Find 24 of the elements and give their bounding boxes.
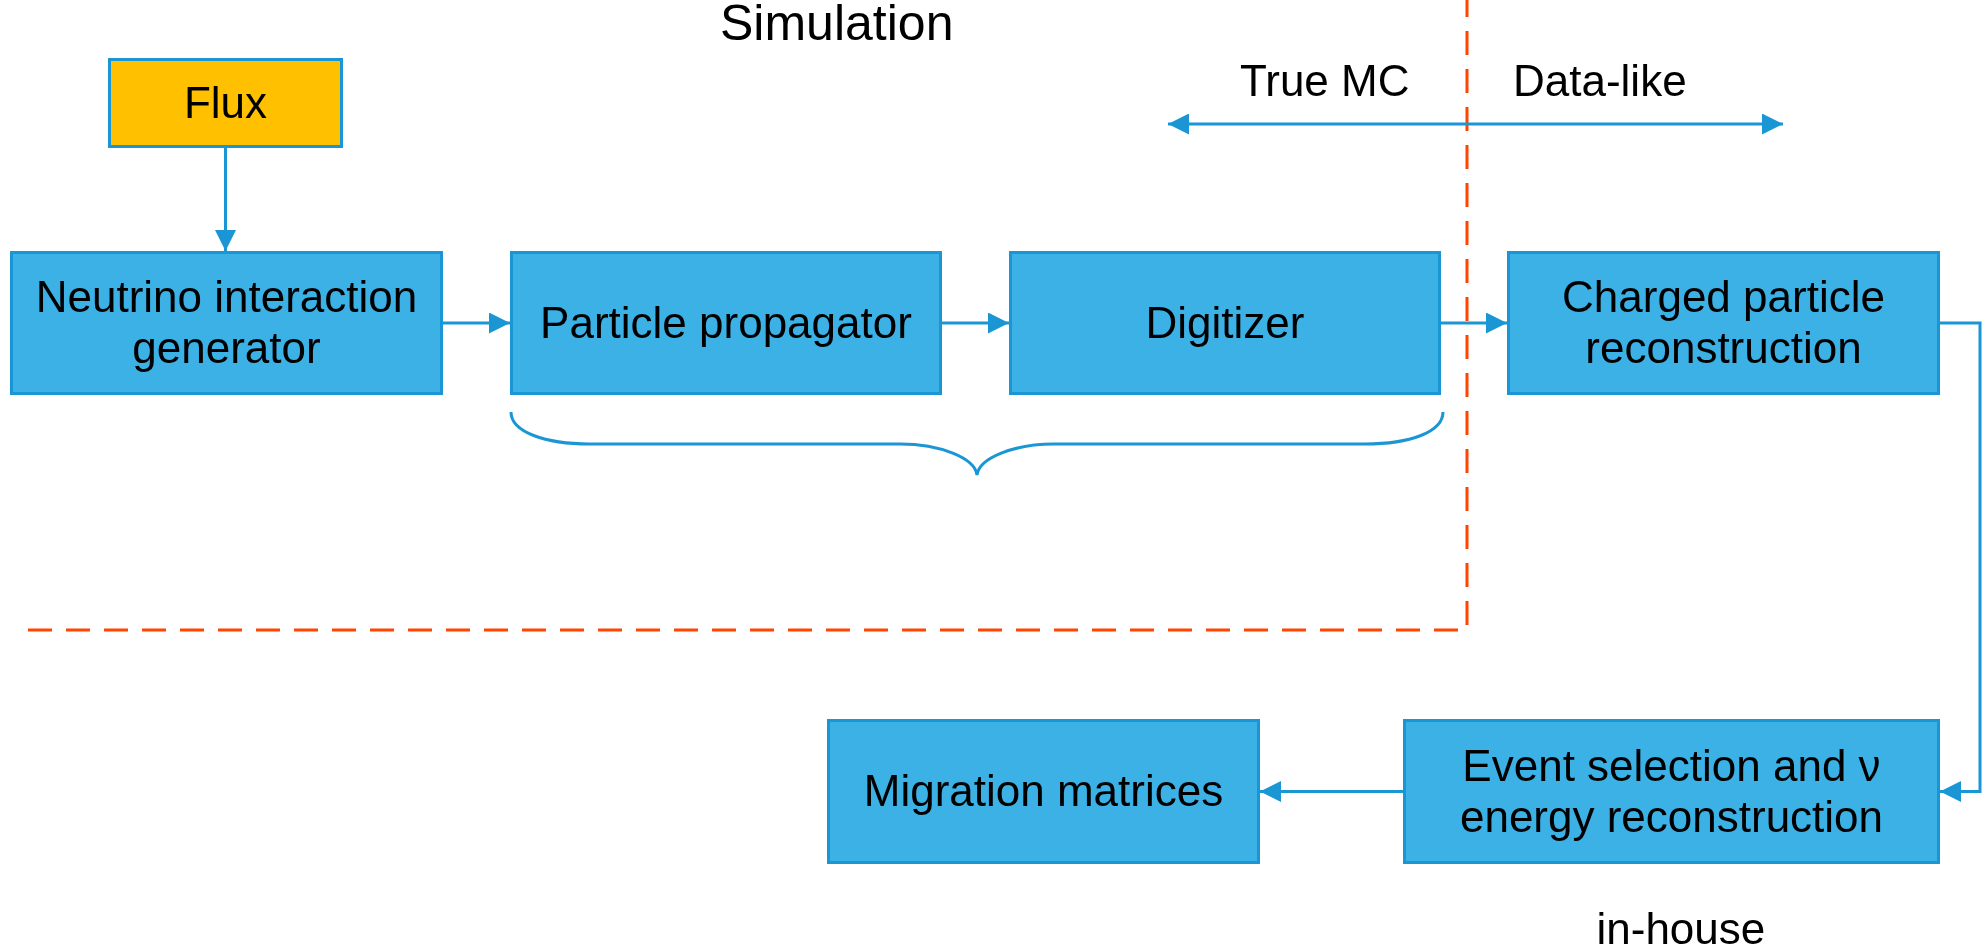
title: Simulation [720,0,954,52]
box-label: Event selection and ν energy reconstruction [1458,740,1885,843]
process-box [1507,251,1940,395]
process-box [510,251,942,395]
arrow [215,148,236,251]
process-box [1009,251,1441,395]
box-label: Particle propagator [540,297,912,349]
arrow [1940,321,1982,802]
box-label: Neutrino interaction generator [34,272,419,374]
box-label: Charged particle reconstruction [1561,272,1886,374]
arrow [443,312,510,334]
process-box [1403,719,1940,864]
arrow [1441,312,1507,334]
box-label: Flux [183,77,268,129]
arrow [942,312,1009,334]
region-label: True MC [1240,56,1410,106]
input-box [108,58,343,148]
arrow [1260,781,1403,802]
region-label: Data-like [1513,56,1687,106]
box-label: Migration matrices [863,766,1224,817]
process-box [10,251,443,395]
box-label: Digitizer [1145,297,1305,349]
note-text: in-house [1596,904,1766,950]
process-box [827,719,1260,864]
